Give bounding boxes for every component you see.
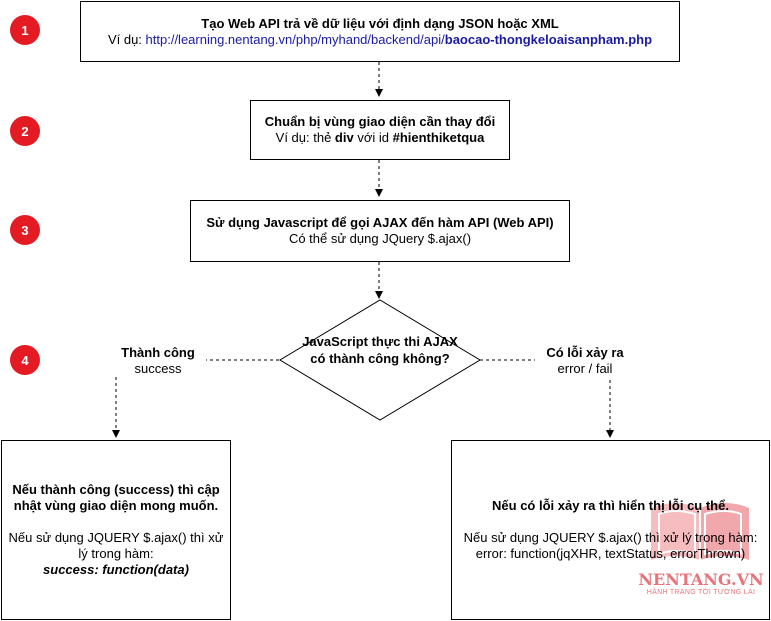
decision-text: JavaScript thực thi AJAX có thành công k… [302, 334, 458, 366]
example-url: http://learning.nentang.vn/php/myhand/ba… [145, 31, 445, 47]
branch-success-subtitle: success [134, 361, 182, 376]
example-mid: với id [353, 130, 393, 145]
success-title: Nếu thành công (success) thì cập nhật vù… [12, 482, 220, 513]
branch-error-title: Có lỗi xảy ra [546, 345, 624, 360]
step-badge-1: 1 [10, 15, 40, 45]
example-prefix: Ví dụ: [107, 31, 146, 47]
success-code: success: function(data) [43, 562, 189, 577]
step-1-example: Ví dụ: http://learning.nentang.vn/php/my… [108, 32, 652, 48]
step-3-box: Sử dụng Javascript để gọi AJAX đến hàm A… [190, 200, 570, 262]
step-1-title: Tạo Web API trả về dữ liệu với định dạng… [201, 15, 559, 31]
step-number: 4 [21, 352, 29, 368]
step-badge-3: 3 [10, 215, 40, 245]
error-title: Nếu có lỗi xảy ra thì hiển thị lỗi cụ th… [492, 498, 729, 513]
step-1-box: Tạo Web API trả về dữ liệu với định dạng… [80, 1, 680, 62]
branch-error-subtitle: error / fail [557, 361, 613, 376]
example-file: baocao-thongkeloaisanpham.php [444, 31, 653, 47]
step-badge-4: 4 [10, 345, 40, 375]
branch-success-title: Thành công [121, 345, 195, 360]
error-note: Nếu sử dụng JQUERY $.ajax() thì xử lý tr… [463, 530, 758, 545]
example-tag: div [334, 130, 354, 145]
decision-diamond [279, 299, 481, 421]
branch-label-success: Thành công success [110, 345, 206, 377]
watermark-brand: NENTANG.VN [638, 570, 764, 589]
watermark-slogan: HÀNH TRANG TỚI TƯƠNG LAI [646, 589, 756, 596]
step-3-title: Sử dụng Javascript để gọi AJAX đến hàm A… [206, 215, 554, 230]
example-prefix: Ví dụ: thẻ [275, 130, 335, 145]
step-2-example: Ví dụ: thẻ div với id #hienthiketqua [276, 130, 485, 146]
step-number: 3 [21, 222, 29, 238]
step-badge-2: 2 [10, 116, 40, 146]
step-number: 1 [21, 22, 29, 38]
branch-label-error: Có lỗi xảy ra error / fail [535, 345, 635, 377]
success-box: Nếu thành công (success) thì cập nhật vù… [1, 440, 231, 620]
nentang-logo-icon [651, 503, 749, 560]
error-code: error: function(jqXHR, textStatus, error… [475, 546, 746, 561]
step-2-box: Chuẩn bị vùng giao diện cần thay đổi Ví … [250, 100, 510, 160]
success-note: Nếu sử dụng JQUERY $.ajax() thì xử lý tr… [8, 530, 224, 561]
step-2-title: Chuẩn bị vùng giao diện cần thay đổi [264, 114, 496, 129]
step-3-subtitle: Có thể sử dụng JQuery $.ajax() [288, 231, 472, 246]
error-box: Nếu có lỗi xảy ra thì hiển thị lỗi cụ th… [451, 440, 770, 620]
arrow-decision-to-error [480, 359, 614, 438]
step-number: 2 [21, 123, 29, 139]
example-id: #hienthiketqua [392, 130, 485, 145]
